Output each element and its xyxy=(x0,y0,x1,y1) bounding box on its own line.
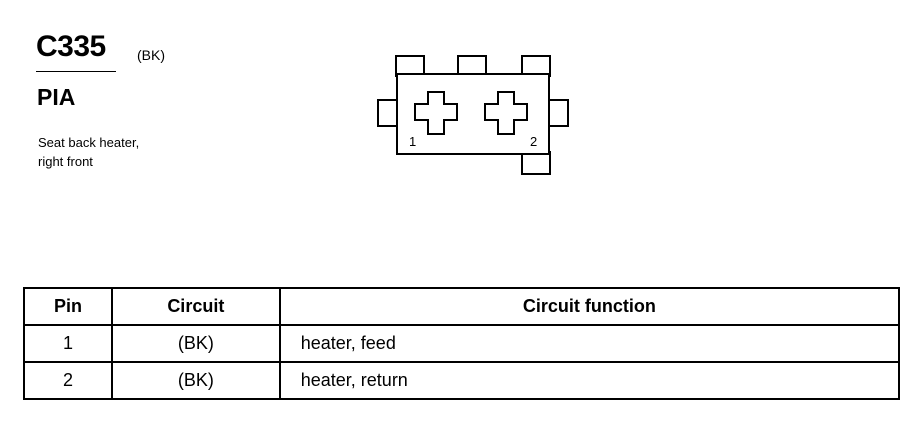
cell-circuit: (BK) xyxy=(110,361,281,400)
pin-label: 1 xyxy=(409,134,416,149)
pin-table: Pin Circuit Circuit function 1 (BK) heat… xyxy=(23,287,900,400)
header-pin: Pin xyxy=(23,287,113,326)
connector-description: Seat back heater, right front xyxy=(38,133,139,171)
header-circuit: Circuit xyxy=(110,287,281,326)
connector-id: C335 xyxy=(36,30,106,63)
table-row: 2 (BK) heater, return xyxy=(23,361,900,400)
connector-side-tab xyxy=(377,99,399,127)
pin-label: 2 xyxy=(530,134,537,149)
connector-code: PIA xyxy=(37,84,76,110)
description-line: right front xyxy=(38,154,93,169)
pin-cavity-1 xyxy=(414,91,458,135)
table-row: 1 (BK) heater, feed xyxy=(23,324,900,363)
table-header-row: Pin Circuit Circuit function xyxy=(23,287,900,326)
cell-pin: 1 xyxy=(23,324,113,363)
cell-pin: 2 xyxy=(23,361,113,400)
cell-function: heater, feed xyxy=(278,324,900,363)
pin-cavity-2 xyxy=(484,91,528,135)
cell-function: heater, return xyxy=(278,361,900,400)
connector-color: (BK) xyxy=(137,47,165,63)
cell-circuit: (BK) xyxy=(110,324,281,363)
header-circuit-function: Circuit function xyxy=(278,287,900,326)
connector-key-tab xyxy=(521,151,551,175)
description-line: Seat back heater, xyxy=(38,135,140,150)
title-underline xyxy=(36,71,116,72)
connector-side-tab xyxy=(547,99,569,127)
